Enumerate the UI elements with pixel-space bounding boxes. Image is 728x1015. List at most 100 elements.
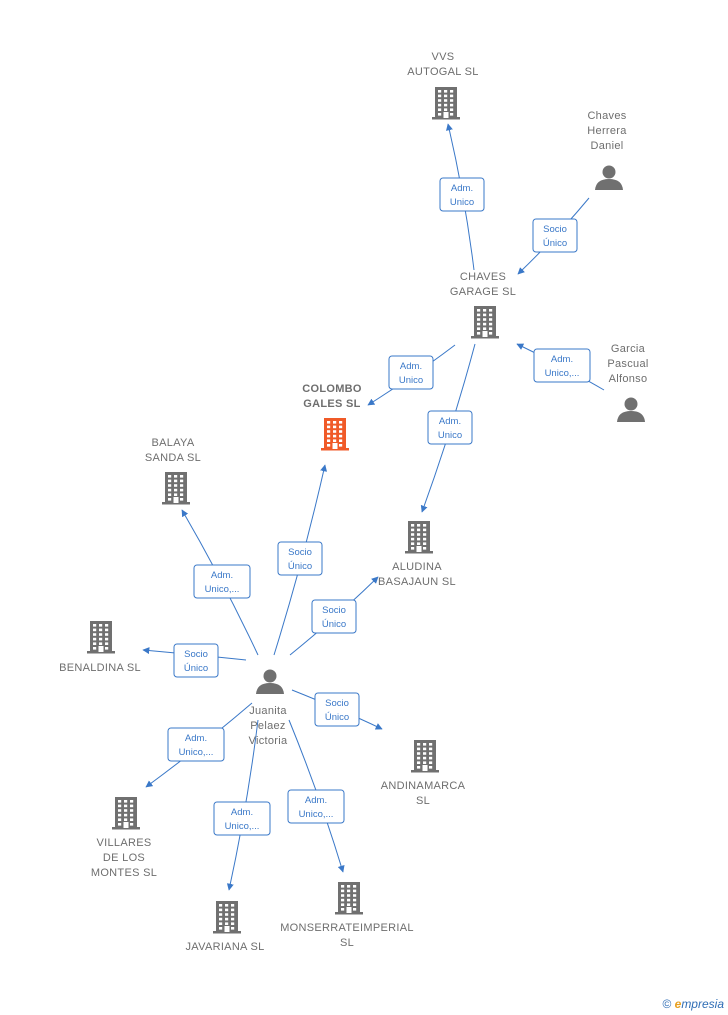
copyright-icon: © bbox=[662, 997, 672, 1011]
relation-label[interactable]: Adm.Unico bbox=[427, 410, 473, 445]
node-label: BALAYA bbox=[152, 437, 195, 449]
person-icon bbox=[256, 669, 284, 694]
person-icon bbox=[617, 397, 645, 422]
relation-label-text: Adm. bbox=[551, 354, 573, 365]
building-icon bbox=[471, 306, 499, 339]
edge-chaves_garage-to-vvs: Adm.Unico bbox=[439, 123, 485, 271]
relation-label-box bbox=[439, 177, 485, 212]
relation-label-text: Socio bbox=[543, 224, 567, 235]
relation-label-text: Unico,... bbox=[545, 368, 580, 379]
edge-juanita-to-javariana: Adm. Unico,... bbox=[213, 719, 271, 891]
node-label: Daniel bbox=[591, 140, 624, 152]
relation-label-box bbox=[427, 410, 473, 445]
relation-label-box bbox=[277, 541, 323, 576]
node-label: Garcia bbox=[611, 343, 646, 355]
building-icon bbox=[335, 882, 363, 915]
node-benaldina[interactable] bbox=[87, 621, 115, 654]
node-label: BENALDINA SL bbox=[59, 662, 141, 674]
building-icon bbox=[411, 740, 439, 773]
relation-label-box bbox=[532, 218, 578, 253]
node-label: JAVARIANA SL bbox=[186, 941, 265, 953]
relation-label-text: Adm. bbox=[185, 733, 207, 744]
relation-label-text: Unico bbox=[450, 197, 474, 208]
node-label: BASAJAUN SL bbox=[378, 576, 456, 588]
relation-label-text: Socio bbox=[322, 605, 346, 616]
person-icon bbox=[595, 165, 623, 190]
edge-chaves_garage-to-aludina: Adm.Unico bbox=[420, 343, 476, 513]
node-label: VILLARES bbox=[97, 837, 152, 849]
building-icon bbox=[405, 521, 433, 554]
node-label: ALUDINA bbox=[392, 561, 442, 573]
node-label: GARAGE SL bbox=[450, 286, 516, 298]
relation-label[interactable]: Adm. Unico bbox=[388, 355, 434, 390]
relation-label-text: Unico,... bbox=[299, 809, 334, 820]
brand-initial: e bbox=[674, 997, 682, 1011]
relation-label-text: Socio bbox=[184, 649, 208, 660]
node-villares[interactable] bbox=[112, 797, 140, 830]
relation-label[interactable]: Adm. Unico,... bbox=[167, 727, 225, 762]
node-label: GALES SL bbox=[303, 398, 360, 410]
relation-label[interactable]: Adm. Unico,... bbox=[533, 348, 591, 383]
node-label: Chaves bbox=[587, 110, 626, 122]
relation-label-text: Adm. bbox=[439, 416, 461, 427]
node-label: VVS bbox=[432, 51, 455, 63]
relation-label-text: Adm. bbox=[231, 807, 253, 818]
relation-label[interactable]: Adm. Unico,... bbox=[213, 801, 271, 836]
node-label: SANDA SL bbox=[145, 452, 201, 464]
node-colombo[interactable] bbox=[321, 418, 349, 451]
edge-juanita-to-balaya: Adm. Unico,... bbox=[181, 509, 259, 656]
edge-chaves_garage-to-colombo: Adm. Unico bbox=[367, 344, 456, 406]
relation-label-text: Único bbox=[184, 663, 208, 674]
node-label: DE LOS bbox=[103, 852, 145, 864]
node-balaya[interactable] bbox=[162, 472, 190, 505]
relation-label-text: Adm. bbox=[305, 795, 327, 806]
relation-label-text: Unico,... bbox=[179, 747, 214, 758]
node-label: COLOMBO bbox=[302, 383, 362, 395]
relation-label-text: Único bbox=[325, 712, 349, 723]
relation-label-box bbox=[193, 564, 251, 599]
node-label: Herrera bbox=[587, 125, 627, 137]
node-juanita[interactable] bbox=[256, 669, 284, 695]
node-garcia[interactable] bbox=[617, 397, 645, 423]
node-label: CHAVES bbox=[460, 271, 506, 283]
relation-label-text: Socio bbox=[325, 698, 349, 709]
relation-label-text: Adm. bbox=[400, 361, 422, 372]
relation-label-text: Unico,... bbox=[205, 584, 240, 595]
building-icon bbox=[432, 87, 460, 120]
edge-garcia-to-chaves_garage: Adm. Unico,... bbox=[516, 343, 605, 391]
relation-label-box bbox=[388, 355, 434, 390]
node-label: SL bbox=[416, 795, 430, 807]
node-label: SL bbox=[340, 937, 354, 949]
node-vvs[interactable] bbox=[432, 87, 460, 120]
node-chaves_garage[interactable] bbox=[471, 306, 499, 339]
node-monserrate[interactable] bbox=[335, 882, 363, 915]
relation-label-text: Único bbox=[543, 238, 567, 249]
relation-label-box bbox=[173, 643, 219, 678]
relation-label-text: Único bbox=[288, 561, 312, 572]
brand-footer[interactable]: © empresia bbox=[662, 997, 724, 1011]
node-andinamarca[interactable] bbox=[411, 740, 439, 773]
node-label: Juanita bbox=[249, 705, 287, 717]
building-icon bbox=[112, 797, 140, 830]
node-javariana[interactable] bbox=[213, 901, 241, 934]
node-aludina[interactable] bbox=[405, 521, 433, 554]
relation-label-text: Unico,... bbox=[225, 821, 260, 832]
node-chaves_daniel[interactable] bbox=[595, 165, 623, 191]
relation-label-text: Adm. bbox=[211, 570, 233, 581]
node-label: Pascual bbox=[607, 358, 648, 370]
relation-label[interactable]: Adm. Unico,... bbox=[287, 789, 345, 824]
relation-label[interactable]: Adm. Unico,... bbox=[193, 564, 251, 599]
relation-label[interactable]: Adm.Unico bbox=[439, 177, 485, 212]
relation-label-text: Unico bbox=[399, 375, 423, 386]
building-icon bbox=[87, 621, 115, 654]
